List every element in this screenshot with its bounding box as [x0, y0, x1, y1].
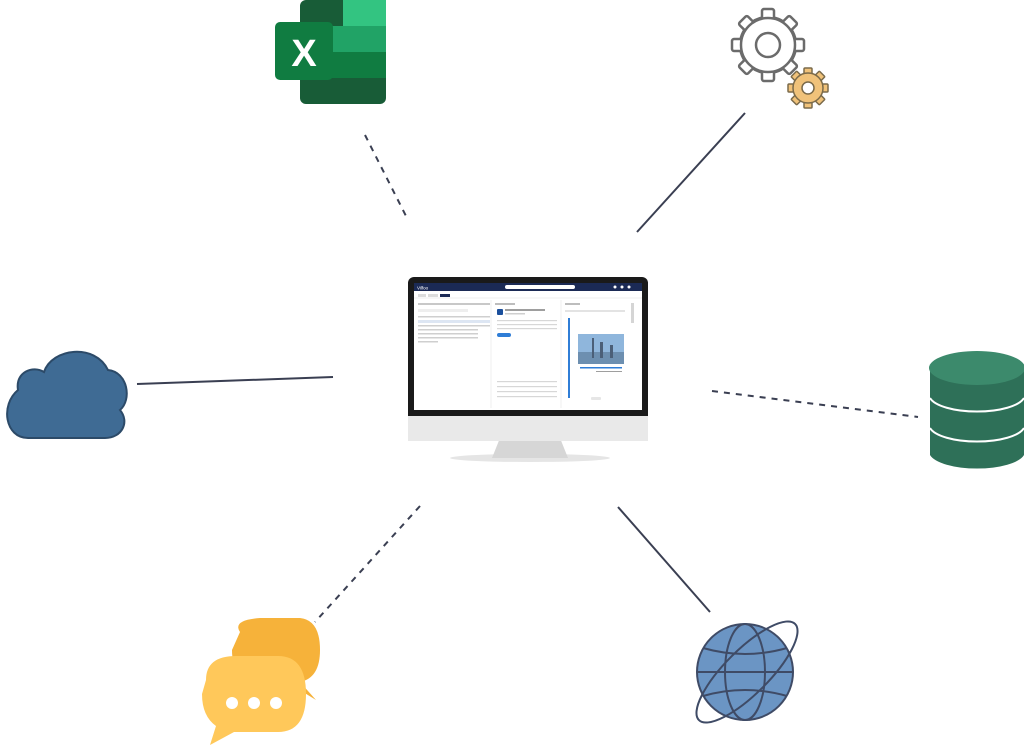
gears-icon [730, 7, 829, 109]
chat-bubbles-icon [202, 618, 320, 745]
connector-chat [314, 505, 421, 623]
connector-database [711, 390, 919, 418]
connector-excel [364, 134, 409, 221]
connector-globe [617, 506, 711, 613]
cloud-icon [6, 350, 128, 439]
excel-icon: X [275, 0, 386, 104]
connector-gears [636, 112, 746, 233]
app-logo: Vilfoo [417, 286, 429, 291]
connector-cloud [136, 376, 334, 385]
app-detail-panel [495, 303, 557, 398]
excel-badge-letter: X [291, 33, 317, 75]
app-list-panel [418, 303, 490, 343]
globe-icon [695, 620, 799, 724]
desktop-monitor-icon: Vilfoo [408, 277, 648, 462]
app-preview-panel [565, 303, 634, 400]
app-search-bar [505, 285, 575, 289]
database-icon [929, 351, 1024, 469]
